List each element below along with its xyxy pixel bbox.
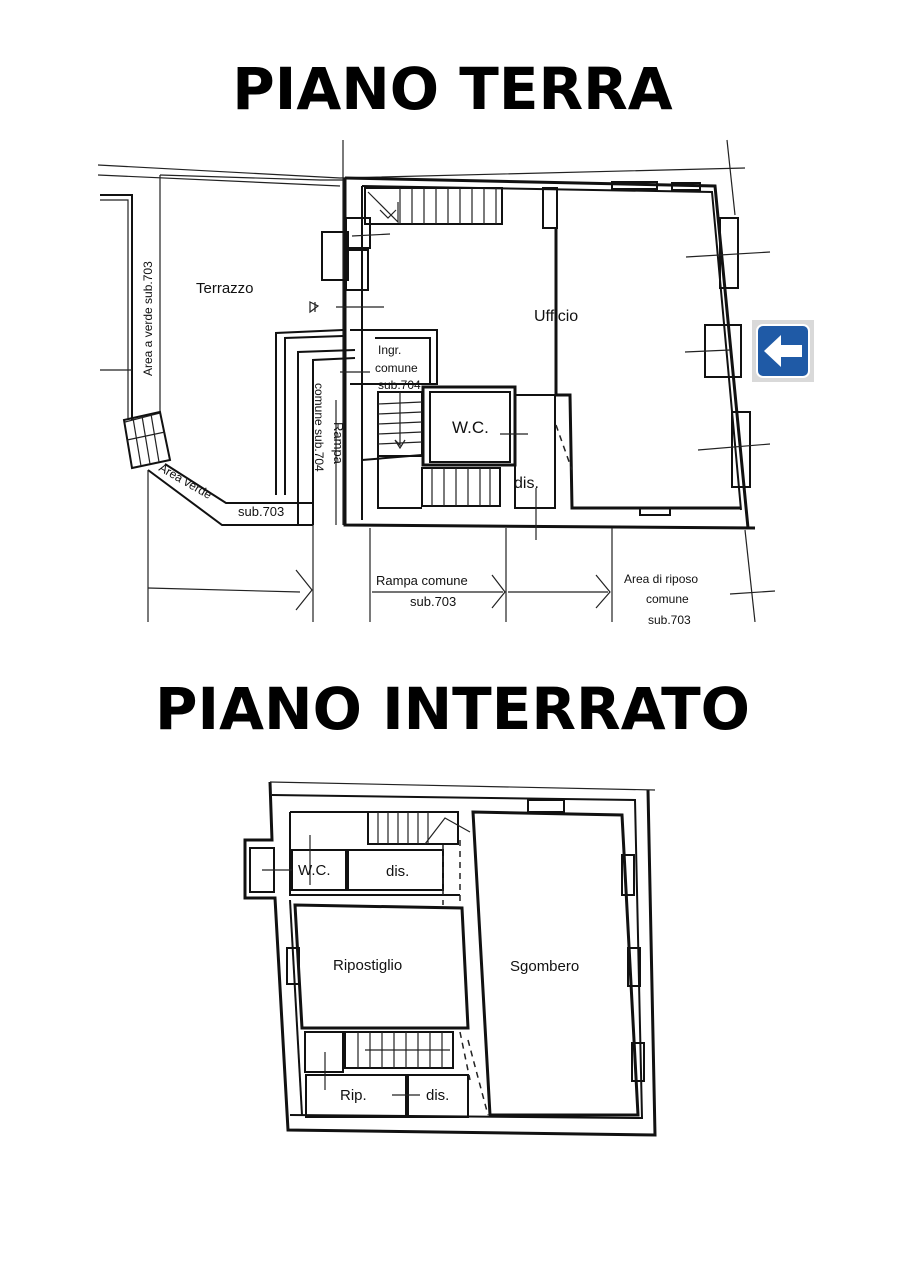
- basement-top-stair: [367, 811, 471, 845]
- label-area-verde: Area verde: [157, 460, 215, 502]
- label-basement-wc: W.C.: [298, 862, 331, 879]
- label-ingresso-3: sub.704: [378, 378, 421, 392]
- label-area-riposo-3: sub.703: [648, 613, 691, 627]
- label-ufficio: Ufficio: [534, 308, 578, 325]
- label-sgombero: Sgombero: [510, 958, 579, 975]
- label-rampa-sub: sub.703: [410, 594, 456, 609]
- arrow-left-icon: [752, 320, 814, 382]
- basement-plan: [243, 781, 657, 1137]
- label-rampa-comune: comune sub.704: [312, 383, 326, 472]
- ground-top-stair: [364, 187, 503, 225]
- label-ground-wc: W.C.: [452, 418, 489, 437]
- label-rampa-comune-bottom: Rampa comune: [376, 573, 468, 588]
- label-ingresso-2: comune: [375, 361, 418, 375]
- ground-inner-stair: [361, 391, 501, 509]
- label-ground-dis: dis.: [514, 475, 539, 492]
- ground-floor-title: PIANO TERRA: [232, 55, 673, 123]
- ground-stair-block: [122, 410, 172, 470]
- basement-bottom-stair: [344, 1031, 454, 1069]
- label-basement-dis-bottom: dis.: [426, 1087, 449, 1104]
- label-area-verde-sub: Area a verde sub.703: [141, 261, 155, 376]
- label-sub703: sub.703: [238, 504, 284, 519]
- basement-title: PIANO INTERRATO: [155, 675, 750, 743]
- label-area-riposo-2: comune: [646, 592, 689, 606]
- label-rampa: Rampa: [331, 422, 346, 465]
- back-button[interactable]: [752, 320, 814, 382]
- label-basement-dis-top: dis.: [386, 863, 409, 880]
- label-area-riposo-1: Area di riposo: [624, 572, 698, 586]
- label-ripostiglio: Ripostiglio: [333, 957, 402, 974]
- label-terrazzo: Terrazzo: [196, 280, 254, 297]
- label-ingresso-1: Ingr.: [378, 343, 401, 357]
- label-rip: Rip.: [340, 1087, 367, 1104]
